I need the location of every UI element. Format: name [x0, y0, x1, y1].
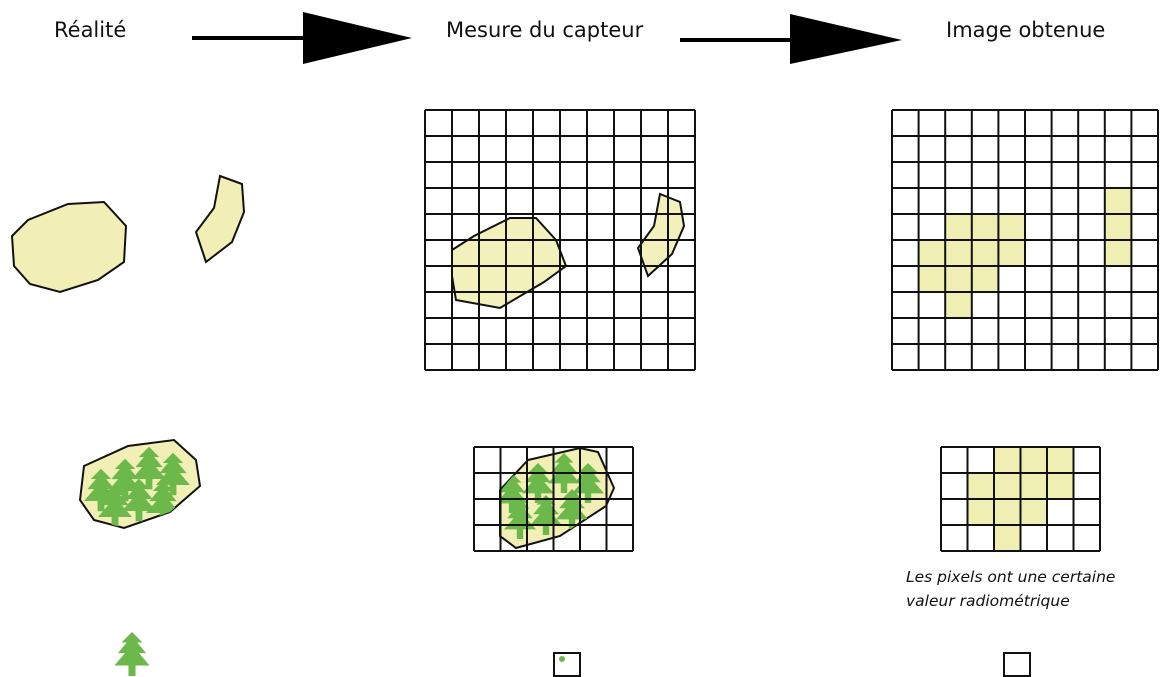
caption-line-1: Les pixels ont une certaine: [906, 568, 1116, 586]
filled-pixel: [994, 473, 1021, 499]
image-grid-small: [940, 446, 1101, 552]
filled-pixel: [1047, 473, 1074, 499]
filled-pixel: [918, 266, 946, 292]
filled-pixel: [1047, 447, 1074, 473]
filled-pixel: [998, 240, 1025, 266]
filled-pixel: [918, 240, 946, 266]
reality-polygons: [10, 174, 246, 294]
filled-pixel: [945, 266, 972, 292]
reality-polygon-large: [10, 200, 128, 294]
filled-pixel: [967, 499, 994, 525]
filled-pixel: [945, 214, 972, 240]
filled-pixel: [994, 499, 1021, 525]
filled-pixel: [1020, 447, 1047, 473]
filled-pixel: [1104, 214, 1132, 240]
filled-pixel: [1020, 473, 1047, 499]
label-sensor: Mesure du capteur: [446, 18, 644, 42]
tree-icon: [114, 632, 150, 676]
filled-pixel: [1104, 240, 1132, 266]
sensor-grid-small: [473, 446, 634, 552]
sensor-polygon-large: [451, 217, 568, 310]
label-image: Image obtenue: [946, 18, 1106, 42]
caption-line-2: valeur radiométrique: [906, 592, 1070, 610]
filled-pixel: [994, 525, 1021, 551]
reality-polygon-small: [194, 174, 246, 264]
sensor-polygon-small: [636, 192, 686, 278]
filled-pixel: [1104, 188, 1132, 214]
arrow-reality-to-sensor: [192, 12, 412, 64]
filled-pixel: [945, 292, 972, 318]
filled-pixel: [967, 473, 994, 499]
label-reality: Réalité: [54, 18, 127, 42]
filled-pixel: [1020, 499, 1047, 525]
reality-forest-patch: [78, 438, 202, 530]
filled-pixel: [945, 240, 972, 266]
filled-pixel: [971, 266, 999, 292]
sensor-grid-large: [424, 109, 696, 371]
pixel-with-point-icon: [553, 652, 581, 677]
caption-radiometric: Les pixels ont une certaine valeur radio…: [906, 565, 1115, 613]
filled-pixel: [971, 214, 999, 240]
image-grid-large: [891, 109, 1159, 371]
filled-pixel: [998, 214, 1025, 240]
empty-pixel-icon: [1003, 652, 1031, 677]
filled-pixel: [971, 240, 999, 266]
arrow-sensor-to-image: [680, 14, 902, 64]
filled-pixel: [994, 447, 1021, 473]
